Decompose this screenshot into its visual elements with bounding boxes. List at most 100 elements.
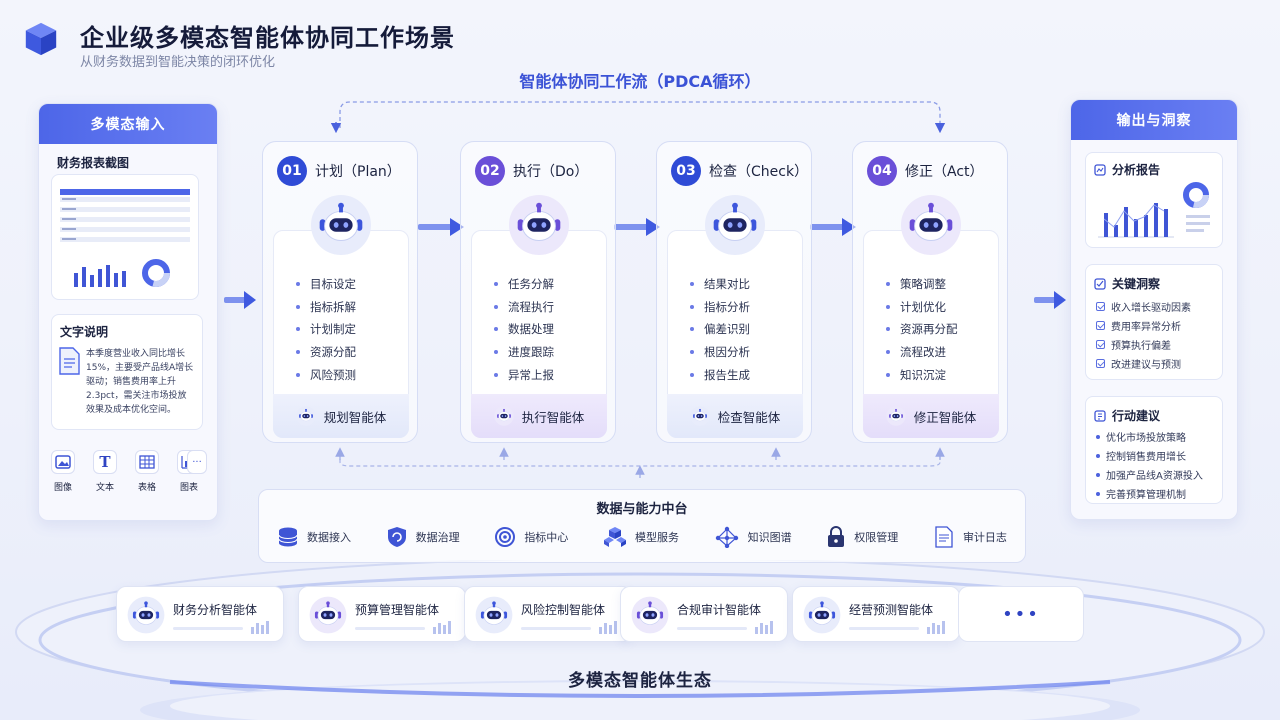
text-line: 2.3pct，需关注市场投放 [86,391,187,401]
ecosystem-agent-label: 预算管理智能体 [355,603,440,617]
text-line: 15%，主要受产品线A增长 [86,363,194,373]
log-icon [935,526,953,548]
input-type-image[interactable]: 图像 [51,450,75,493]
action-item: 控制销售费用增长 [1096,446,1203,465]
ecosystem-agent-card[interactable]: 风险控制智能体 [464,586,632,642]
platform-item-permission[interactable]: 权限管理 [826,526,898,548]
action-item: 优化市场投放策略 [1096,427,1203,446]
input-type-label: 表格 [137,483,156,493]
stage-task-item: 任务分解 [494,273,554,296]
robot-icon [310,194,372,256]
lock-icon [828,526,845,547]
platform-item-model-service[interactable]: 模型服务 [603,526,679,548]
checkbox-icon [1096,359,1105,368]
input-type-label: 文本 [95,483,114,493]
platform-title: 数据与能力中台 [596,502,688,517]
agent-progress-bar [849,627,919,630]
stage-agent-button[interactable]: 修正智能体 [863,394,999,438]
stage-task-item: 偏差识别 [690,318,750,341]
agent-icon [296,406,316,426]
stage-task-panel: 任务分解流程执行数据处理进度跟踪异常上报执行智能体 [471,230,607,438]
stage-task-panel: 目标设定指标拆解计划制定资源分配风险预测规划智能体 [273,230,409,438]
report-icon [1094,163,1106,176]
robot-icon [309,596,347,634]
report-chart-icon [1098,182,1210,238]
key-insights-title: 关键洞察 [1112,277,1161,291]
text-icon: T [93,450,117,474]
report-screenshot[interactable] [51,174,199,300]
ecosystem-agent-card[interactable]: 预算管理智能体 [298,586,466,642]
ecosystem-agent-label: 经营预测智能体 [849,603,934,617]
action-suggestions-title: 行动建议 [1112,409,1161,423]
stage-name: 计划（Plan） [315,164,401,180]
stage-task-item: 目标设定 [296,273,356,296]
image-icon [51,450,75,474]
stage-task-item: 流程改进 [886,341,958,364]
platform-item-metric-center[interactable]: 指标中心 [494,526,568,548]
mini-chart-icon [251,621,269,634]
stage-agent-button[interactable]: 规划智能体 [273,394,409,438]
stage-task-item: 报告生成 [690,363,750,386]
stage-agent-button[interactable]: 检查智能体 [667,394,803,438]
stage-task-item: 流程执行 [494,296,554,319]
agent-progress-bar [677,627,747,630]
stage-agent-label: 修正智能体 [913,409,977,425]
platform-item-data-governance[interactable]: 数据治理 [386,526,460,548]
platform-item-data-ingest[interactable]: 数据接入 [277,526,351,548]
stage-task-item: 进度跟踪 [494,341,554,364]
report-thumbnail [60,189,190,287]
action-item: 加强产品线A资源投入 [1096,465,1203,484]
agent-icon [690,406,710,426]
graph-icon [715,526,738,548]
page-subtitle: 从财务数据到智能决策的闭环优化 [80,55,276,70]
insight-icon [1094,277,1106,290]
robot-icon [803,596,841,634]
stage-agent-label: 执行智能体 [521,409,585,425]
text-description-card[interactable]: 文字说明 本季度营业收入同比增长 15%，主要受产品线A增长 驱动；销售费用率上… [51,314,203,430]
platform-item-audit-log[interactable]: 审计日志 [933,526,1007,548]
input-type-text[interactable]: T 文本 [93,450,117,493]
document-icon [59,347,80,375]
stage-task-item: 异常上报 [494,363,554,386]
analysis-report-card[interactable]: 分析报告 [1085,152,1223,248]
insight-item: 费用率异常分析 [1096,316,1191,335]
action-suggestions-card[interactable]: 行动建议 优化市场投放策略 控制销售费用增长 加强产品线A资源投入 完善预算管理… [1085,396,1223,504]
analysis-report-title: 分析报告 [1112,163,1161,177]
key-insights-card[interactable]: 关键洞察 收入增长驱动因素 费用率异常分析 预算执行偏差 改进建议与预测 [1085,264,1223,380]
stage-task-item: 根因分析 [690,341,750,364]
input-panel: 多模态输入 财务报表截图 文字说明 本季度营业收入同比增长 15%，主要受产品线… [38,103,218,521]
shield-icon [387,527,406,547]
ecosystem-agent-card[interactable]: 合规审计智能体 [620,586,788,642]
stage-agent-button[interactable]: 执行智能体 [471,394,607,438]
ecosystem-title: 多模态智能体生态 [568,671,712,691]
stage-task-item: 资源分配 [296,341,356,364]
stage-name: 修正（Act） [905,164,984,180]
action-icon [1094,409,1106,422]
ecosystem-agent-label: 风险控制智能体 [521,603,606,617]
input-type-table[interactable]: 表格 [135,450,159,493]
mini-chart-icon [599,621,617,634]
insight-item: 收入增长驱动因素 [1096,297,1191,316]
stage-task-list: 任务分解流程执行数据处理进度跟踪异常上报 [494,273,554,386]
stage-number: 03 [671,156,701,186]
input-panel-title: 多模态输入 [39,104,217,144]
text-line: 本季度营业收入同比增长 [86,349,186,359]
ecosystem-agent-card[interactable]: 财务分析智能体 [116,586,284,642]
ecosystem-agent-label: 财务分析智能体 [173,603,258,617]
cubes-icon [603,527,626,547]
stage-task-item: 风险预测 [296,363,356,386]
robot-icon [475,596,513,634]
text-description-title: 文字说明 [60,325,109,339]
platform-item-knowledge-graph[interactable]: 知识图谱 [714,526,792,548]
more-types-button[interactable]: ··· [187,450,207,474]
text-line: 效果及成本优化空间。 [86,405,177,415]
more-agents-button[interactable]: ••• [958,586,1084,642]
output-panel: 输出与洞察 分析报告 关键洞察 收入增长驱动因素 费用率异常分析 预算执行偏差 … [1070,99,1238,520]
stage-number: 02 [475,156,505,186]
ecosystem-agent-card[interactable]: 经营预测智能体 [792,586,960,642]
